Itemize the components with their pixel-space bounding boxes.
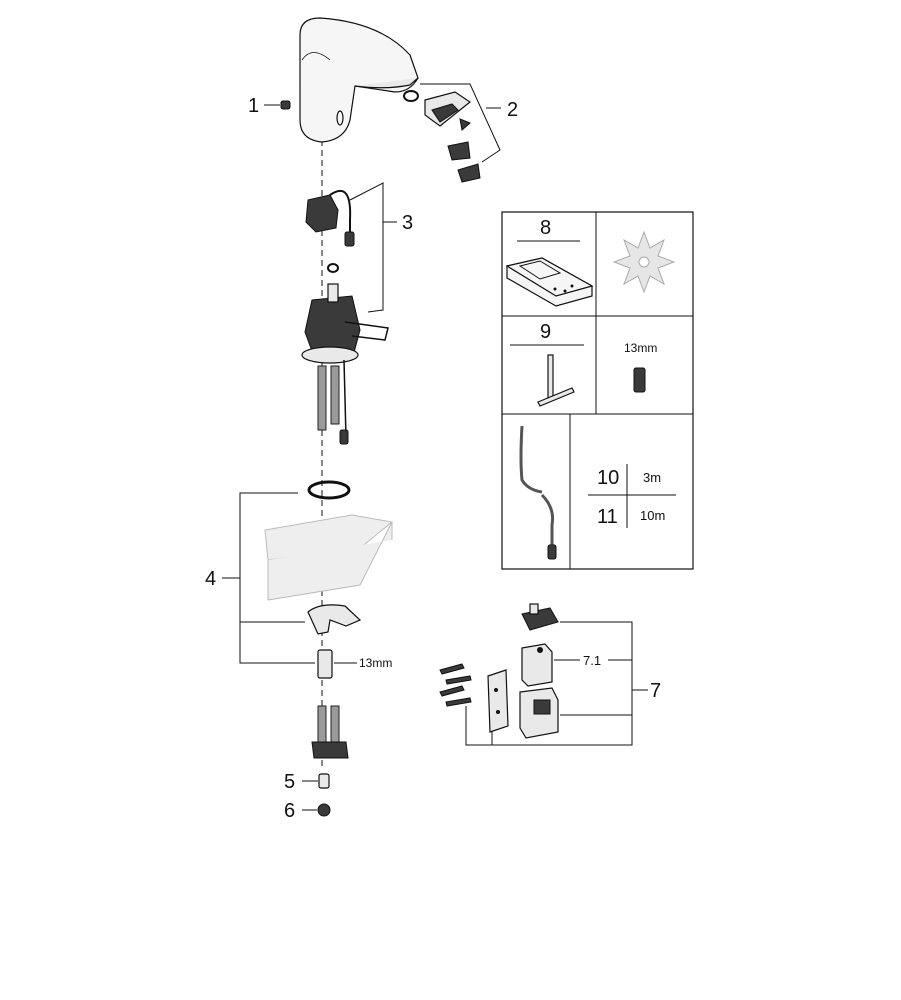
callout-5: 5 — [284, 771, 295, 793]
valve-body — [301, 283, 389, 364]
callout-6: 6 — [284, 800, 295, 822]
dim-3m: 3m — [643, 470, 661, 485]
dim-13mm-main: 13mm — [359, 656, 392, 670]
battery-module — [521, 643, 553, 687]
o-ring — [307, 480, 351, 500]
callout-1: 1 — [248, 95, 259, 117]
washbasin-ghost — [264, 514, 394, 601]
callout-4: 4 — [205, 568, 216, 590]
aerator-set — [403, 90, 481, 183]
callout-11: 11 — [597, 506, 618, 528]
seal-ring — [327, 263, 339, 273]
service-key — [537, 354, 575, 407]
callout-10: 10 — [597, 467, 619, 489]
callout-9: 9 — [540, 321, 551, 343]
bracket-7 — [465, 621, 633, 746]
faucet-spout — [299, 17, 419, 143]
callout-2: 2 — [507, 99, 518, 121]
sensor-cable — [519, 425, 557, 560]
control-unit-cover — [521, 603, 559, 631]
callout-8: 8 — [540, 217, 551, 239]
dim-10m: 10m — [640, 508, 665, 523]
fixing-nut — [317, 649, 333, 679]
mounting-bracket — [487, 669, 509, 733]
union-nut — [318, 773, 330, 789]
gear-icon — [612, 230, 676, 294]
bracket-3 — [349, 182, 384, 313]
callout-7: 7 — [650, 680, 661, 702]
lower-hoses — [311, 705, 349, 759]
callout-7-1: 7.1 — [583, 653, 601, 668]
sensor-module — [305, 189, 355, 247]
fixing-bracket — [307, 604, 362, 635]
filter-plug — [317, 803, 331, 817]
bracket-2 — [420, 83, 501, 163]
screws-and-plugs — [439, 663, 472, 707]
grub-screw — [280, 100, 291, 110]
adapter-nipple — [633, 367, 646, 393]
supply-hoses — [317, 359, 349, 445]
control-box — [519, 687, 559, 739]
callout-3: 3 — [402, 212, 413, 234]
dim-13mm-box: 13mm — [624, 341, 657, 355]
remote-control — [505, 257, 594, 307]
